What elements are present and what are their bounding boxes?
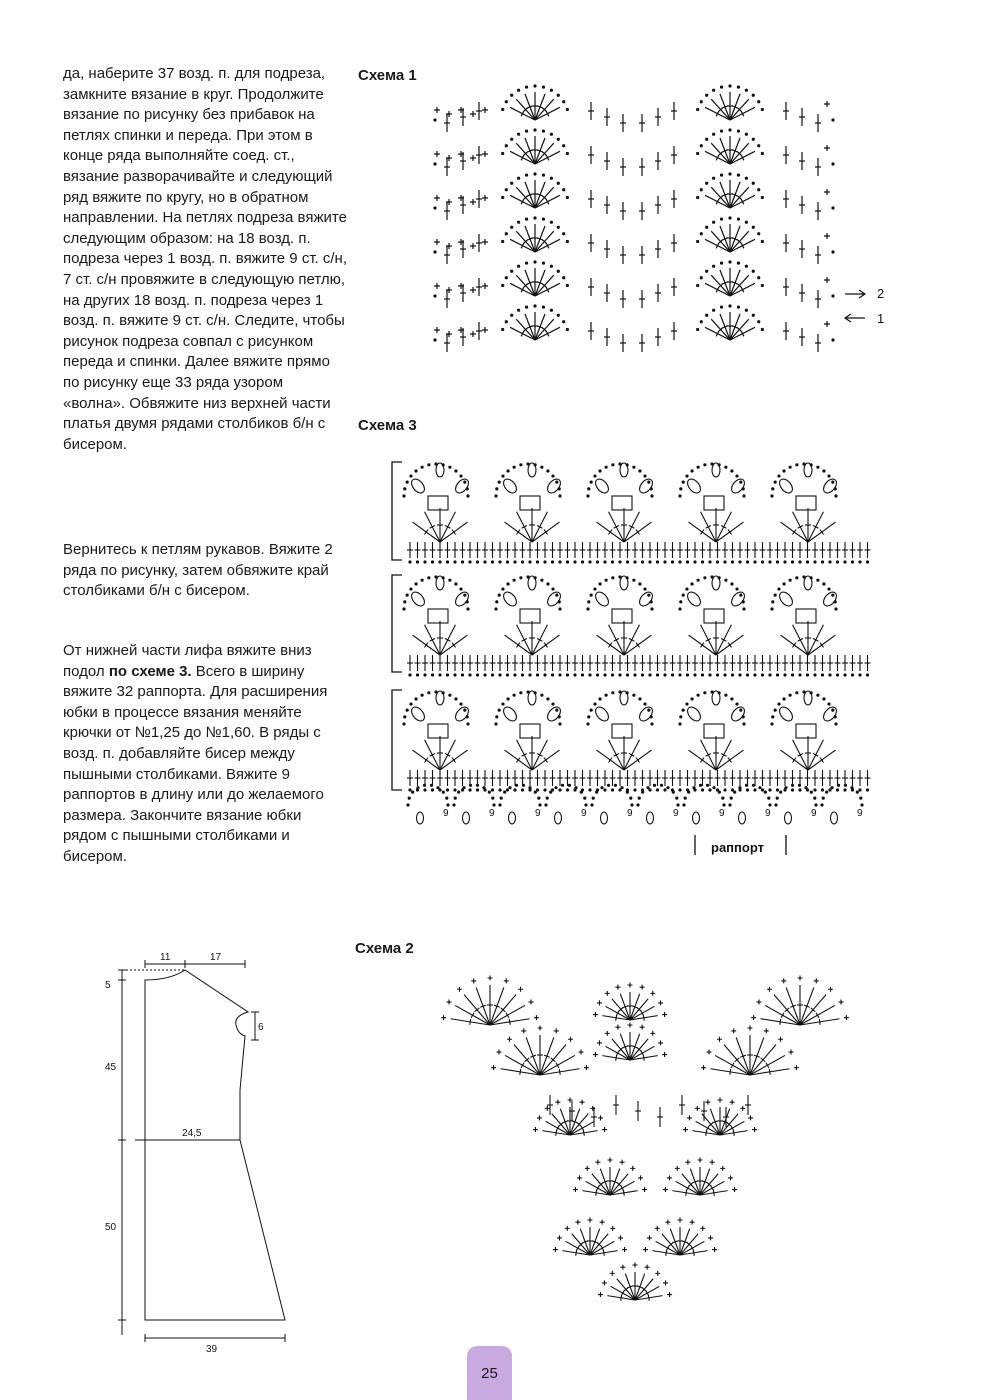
p3-scheme-ref: по схеме 3.	[108, 662, 192, 680]
dim-waist: 24,5	[182, 1128, 202, 1139]
dim-hem: 39	[206, 1344, 218, 1355]
dim-top: 5	[105, 980, 111, 991]
repeat-count: 9	[857, 808, 863, 819]
row-arrows	[843, 289, 867, 323]
rapport-label: раппорт	[711, 840, 764, 855]
dim-skirt-length: 50	[105, 1222, 117, 1233]
repeat-brackets	[391, 461, 787, 855]
scheme2-diagram	[441, 975, 849, 1301]
repeat-count: 9	[627, 808, 633, 819]
dim-bodice-length: 45	[105, 1062, 117, 1073]
instructions-paragraph-1: да, наберите 37 возд. п. для подреза, за…	[63, 65, 347, 453]
row-label-2: 2	[877, 286, 884, 301]
row-label-1: 1	[877, 311, 884, 326]
repeat-count: 9	[443, 808, 449, 819]
dim-shoulder: 11	[160, 952, 171, 963]
scheme2-title: Схема 2	[355, 940, 414, 957]
repeat-count: 9	[535, 808, 541, 819]
repeat-count: 9	[719, 808, 725, 819]
page-number-tab: 25	[467, 1346, 512, 1400]
scheme1-title: Схема 1	[358, 67, 417, 84]
repeat-count: 9	[489, 808, 495, 819]
instructions-paragraph-3: От нижней части лифа вяжите вниз подол п…	[63, 641, 348, 868]
pattern-outline	[144, 969, 286, 1321]
scheme3-title: Схема 3	[358, 417, 417, 434]
dim-neck: 17	[210, 952, 222, 963]
dim-armhole: 6	[258, 1022, 264, 1033]
dress-pattern-schematic: 11 17 5 6 45 24,5 50 39	[105, 952, 286, 1355]
repeat-count: 9	[811, 808, 817, 819]
p3-part-c: Всего в ширину вяжите 32 раппорта. Для р…	[63, 662, 328, 865]
p3-part-a: От нижней части лифа вяжите вниз подол	[63, 642, 312, 680]
scheme3-diagram: раппорт 9 9 9 9 9 9 9 9 9 9	[391, 461, 871, 855]
repeat-count: 9	[673, 808, 679, 819]
scheme1-diagram: 2 1	[433, 84, 884, 352]
page-number: 25	[481, 1364, 498, 1382]
repeat-count: 9	[581, 808, 587, 819]
repeat-count: 9	[765, 808, 771, 819]
instructions-paragraph-2: Вернитесь к петлям рукавов. Вяжите 2 ряд…	[63, 541, 333, 600]
